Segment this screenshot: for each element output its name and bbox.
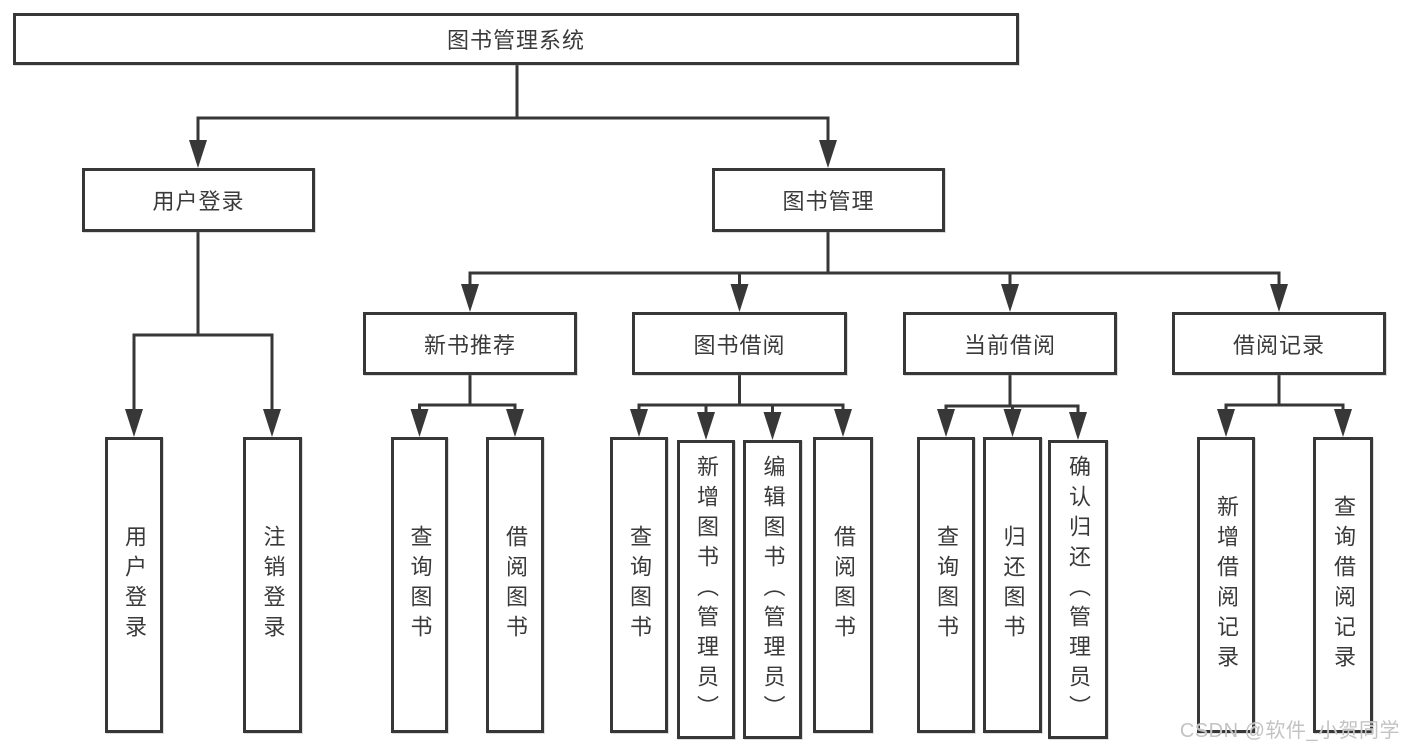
leaf-recommend-borrow-books-label: 借阅图书 <box>503 525 528 645</box>
arrowhead-book-management <box>819 140 837 168</box>
arrowhead-recommend-query <box>410 409 429 437</box>
node-book-borrowing: 图书借阅 <box>632 312 847 375</box>
leaf-logout: 注销登录 <box>243 437 302 733</box>
arrowhead-current-return <box>1003 409 1022 437</box>
node-new-book-recommend: 新书推荐 <box>363 312 577 375</box>
leaf-recommend-query-books-label: 查询图书 <box>407 525 433 645</box>
leaf-current-return-books: 归还图书 <box>983 437 1042 733</box>
arrowhead-logout <box>263 409 281 437</box>
arrowhead-new-book-recommend <box>461 284 479 312</box>
leaf-login-label: 用户登录 <box>122 525 147 645</box>
arrowhead-borrowing-borrow <box>834 409 852 437</box>
arrowhead-borrowing-add <box>697 412 715 440</box>
arrowhead-user-login <box>189 140 207 168</box>
leaf-borrowing-query-books-label: 查询图书 <box>627 525 652 645</box>
arrowhead-current-borrowing <box>1001 284 1019 312</box>
node-new-book-recommend-label: 新书推荐 <box>423 332 516 358</box>
arrowhead-login <box>125 409 143 437</box>
leaf-logout-label: 注销登录 <box>260 525 286 645</box>
leaf-borrowing-borrow-books: 借阅图书 <box>813 437 873 733</box>
arrowhead-borrowing-query <box>630 409 648 437</box>
leaf-borrowing-add-books-label: 新增图书（管理员） <box>694 454 719 725</box>
node-user-login: 用户登录 <box>82 168 315 232</box>
leaf-records-query-record: 查询借阅记录 <box>1313 437 1373 733</box>
leaf-current-return-books-label: 归还图书 <box>1000 525 1026 645</box>
node-book-management: 图书管理 <box>712 168 945 232</box>
leaf-records-add-record-label: 新增借阅记录 <box>1214 495 1239 675</box>
leaf-borrowing-query-books: 查询图书 <box>610 437 668 733</box>
leaf-borrowing-add-books: 新增图书（管理员） <box>677 440 735 739</box>
leaf-recommend-query-books: 查询图书 <box>391 437 448 733</box>
node-current-borrowing-label: 当前借阅 <box>963 332 1056 358</box>
leaf-recommend-borrow-books: 借阅图书 <box>486 437 544 733</box>
node-current-borrowing: 当前借阅 <box>903 312 1117 375</box>
arrowhead-current-query <box>937 409 955 437</box>
leaf-current-query-books: 查询图书 <box>917 437 975 733</box>
arrowhead-borrowing-records <box>1270 284 1288 312</box>
node-root-label: 图书管理系统 <box>446 28 585 53</box>
arrowhead-records-query <box>1334 409 1352 437</box>
leaf-current-confirm-return-label: 确认归还（管理员） <box>1066 454 1091 725</box>
leaf-login: 用户登录 <box>105 437 163 733</box>
arrowhead-records-add <box>1217 409 1235 437</box>
leaf-records-add-record: 新增借阅记录 <box>1197 437 1255 733</box>
node-borrowing-records-label: 借阅记录 <box>1232 332 1325 358</box>
node-book-management-label: 图书管理 <box>782 189 875 214</box>
leaf-current-query-books-label: 查询图书 <box>934 525 959 645</box>
arrowhead-borrowing-edit <box>763 412 782 440</box>
leaf-borrowing-edit-books: 编辑图书（管理员） <box>743 440 802 739</box>
leaf-borrowing-edit-books-label: 编辑图书（管理员） <box>760 454 786 725</box>
node-book-borrowing-label: 图书借阅 <box>693 332 786 358</box>
node-root: 图书管理系统 <box>13 13 1019 65</box>
leaf-borrowing-borrow-books-label: 借阅图书 <box>831 525 856 645</box>
leaf-current-confirm-return: 确认归还（管理员） <box>1048 440 1108 739</box>
node-borrowing-records: 借阅记录 <box>1172 312 1386 375</box>
arrowhead-current-confirm <box>1069 412 1087 440</box>
leaf-records-query-record-label: 查询借阅记录 <box>1331 495 1356 675</box>
csdn-watermark: CSDN @软件_小贺同学 <box>1179 720 1400 742</box>
arrowhead-book-borrowing <box>730 284 749 312</box>
arrowhead-recommend-borrow <box>506 409 524 437</box>
node-user-login-label: 用户登录 <box>152 189 245 214</box>
